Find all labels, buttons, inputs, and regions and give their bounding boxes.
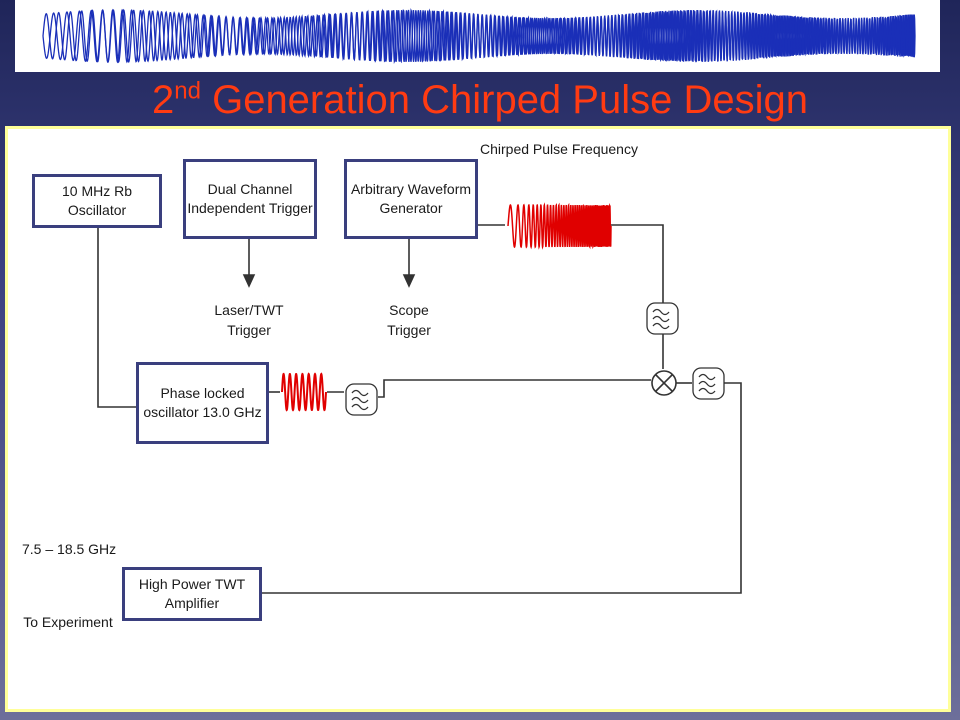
wire-lo-mixer [378,379,651,398]
title-prefix: 2 [152,78,175,122]
scope-trigger-label: Scope Trigger [387,302,431,338]
laser-trigger-label: Laser/TWT Trigger [214,302,284,338]
chirp-banner-icon [42,7,916,65]
rb-oscillator-block: 10 MHz Rb Oscillator [32,174,162,228]
wire-chirp-filter [610,224,664,303]
filter-icon [646,302,679,335]
filter-icon [345,383,378,416]
trigger-block: Dual Channel Independent Trigger [183,159,317,239]
sine-wave-icon [281,372,327,412]
title-suffix: nd [174,77,201,105]
band-label: 7.5 – 18.5 GHz [22,541,117,557]
page-title: 2nd Generation Chirped Pulse Design [0,74,960,126]
wiring-layer [97,202,742,594]
chirp-frequency-label: Chirped Pulse Frequency [480,141,638,157]
arrow-down-icon [402,274,416,288]
rb-oscillator-label: 10 MHz Rb Oscillator [61,183,133,218]
plo-block: Phase locked oscillator 13.0 GHz [136,362,269,444]
wire-filter-twt [260,382,742,594]
trigger-label: Dual Channel Independent Trigger [187,181,313,216]
wire-rb-plo [97,227,138,408]
twt-amplifier-block: High Power TWT Amplifier [122,567,262,621]
mixer-icon [651,370,677,396]
to-experiment-label: To Experiment [23,614,113,630]
awg-block: Arbitrary Waveform Generator [344,159,478,239]
header-banner [15,0,940,72]
twt-amplifier-label: High Power TWT Amplifier [138,576,246,611]
chirp-wave-icon [507,202,612,250]
arrow-down-icon [242,274,256,288]
diagram-panel: 10 MHz Rb Oscillator Dual Channel Indepe… [5,126,951,712]
filter-icon [692,367,725,400]
awg-label: Arbitrary Waveform Generator [350,181,472,216]
plo-label: Phase locked oscillator 13.0 GHz [143,385,262,420]
title-main: Generation Chirped Pulse Design [212,78,808,122]
